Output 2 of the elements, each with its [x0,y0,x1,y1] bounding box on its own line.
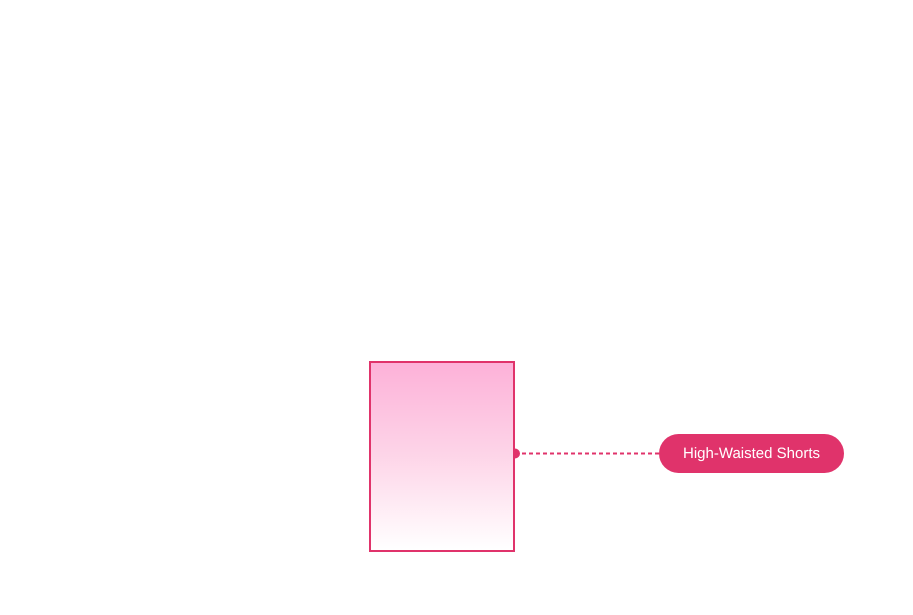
shorts-panel [369,361,515,552]
label-pill: High-Waisted Shorts [659,434,844,473]
